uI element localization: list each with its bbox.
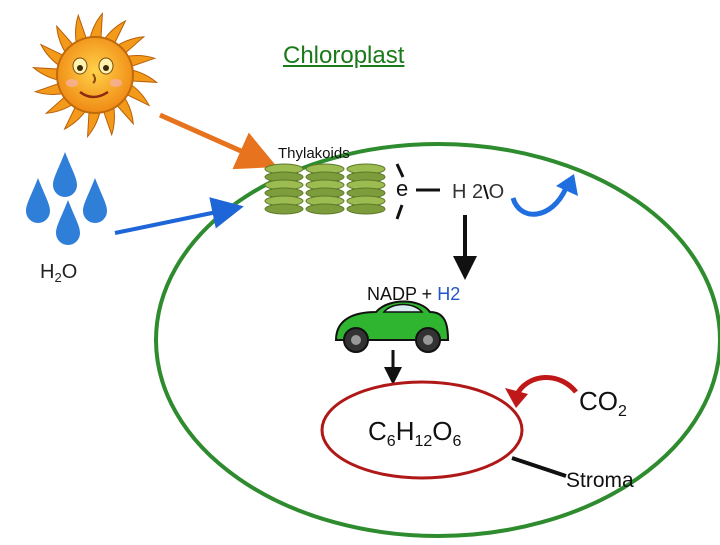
water-split-mark	[483, 184, 489, 200]
water-sub: 2	[54, 270, 62, 285]
water-input-label: H2O	[40, 262, 77, 284]
nadp-h2: H2	[437, 284, 461, 304]
nadp-label: NADP + H2	[367, 285, 460, 303]
thylakoid-disc	[264, 203, 304, 215]
car-icon	[334, 300, 450, 353]
nadp-prefix: NADP +	[367, 284, 438, 304]
co2-arrow	[505, 375, 578, 408]
water-o: O	[61, 261, 78, 283]
thylakoid-disc	[305, 203, 345, 215]
water-h: H	[40, 261, 55, 283]
water-split-label: H 2 O	[452, 181, 505, 203]
glucose-label: C6H12O6	[368, 418, 461, 450]
glucose-o-sub: 6	[452, 433, 462, 450]
light-arrow	[158, 112, 278, 170]
glucose-h-sub: 12	[414, 433, 433, 450]
water-arrow	[114, 197, 244, 235]
glucose-h: H	[395, 416, 415, 446]
sun-icon	[31, 11, 159, 139]
stroma-cycle-ellipse	[320, 380, 524, 480]
diagram-title: Chloroplast	[283, 42, 405, 69]
co2-label: CO2	[579, 388, 627, 420]
stroma-label: Stroma	[566, 469, 634, 492]
chloroplast-outline	[154, 142, 720, 538]
thylakoids-label: Thylakoids	[278, 145, 350, 162]
electron-line-lower	[395, 204, 404, 220]
glucose-o: O	[432, 416, 453, 446]
thylakoid-disc	[346, 203, 386, 215]
glucose-c-sub: 6	[386, 433, 396, 450]
glucose-c: C	[368, 416, 387, 446]
water-drops-icon	[26, 152, 107, 245]
co2-main: CO	[579, 386, 618, 416]
stroma-pointer	[511, 456, 567, 478]
oxygen-release-arrow	[510, 174, 578, 217]
thylakoid-stack-icon	[264, 163, 386, 215]
electron-line-upper	[395, 163, 405, 178]
co2-sub: 2	[618, 403, 627, 420]
electron-label: e	[396, 176, 409, 201]
